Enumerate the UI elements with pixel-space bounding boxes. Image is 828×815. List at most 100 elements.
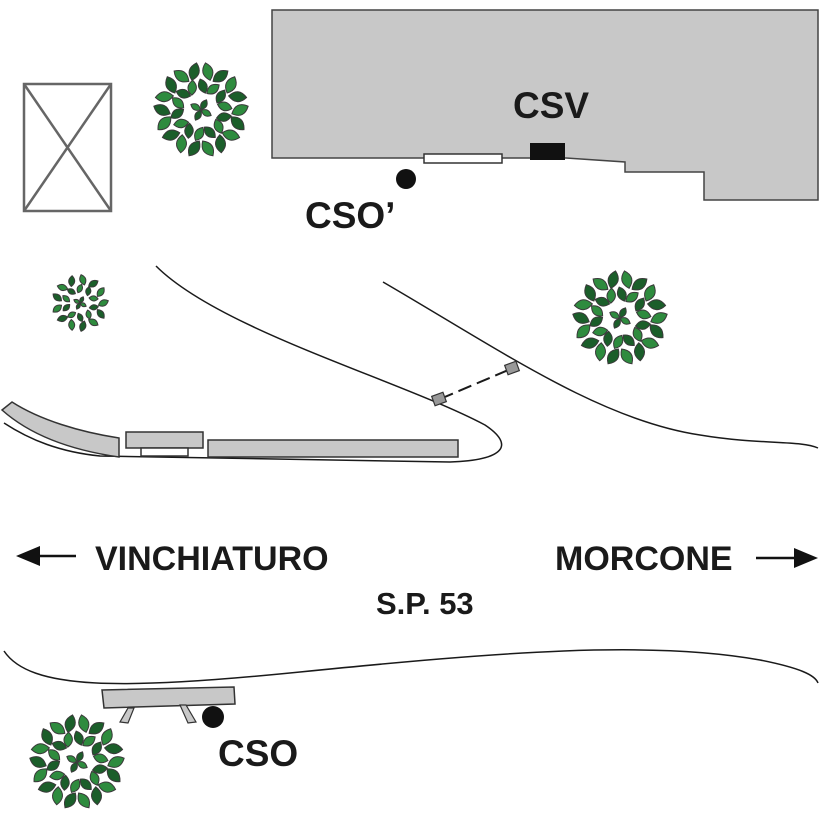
tree-leaf (621, 270, 633, 289)
tree-leaf (175, 88, 192, 99)
tree-leaf (85, 286, 92, 297)
tree-leaf (635, 309, 652, 320)
tree-leaf (88, 279, 99, 288)
tree-leaf (82, 735, 96, 747)
tree-leaf (620, 348, 633, 365)
tree-leaf (592, 278, 609, 291)
tree-leaf (63, 731, 73, 748)
tree-leaf (70, 778, 81, 794)
tree-leaf (37, 781, 57, 793)
tree-leaf (215, 89, 226, 104)
tree-leaf (172, 97, 185, 109)
tree-leaf (591, 305, 604, 317)
tree-leaf (646, 299, 667, 311)
tree-leaf (622, 334, 635, 347)
tree-leaf (76, 761, 88, 769)
tree-leaf (33, 768, 48, 783)
tree-leaf (103, 743, 124, 755)
tree-leaf (101, 728, 113, 746)
tree-leaf (584, 284, 596, 302)
tree-leaf (64, 714, 76, 733)
tree-leaf (216, 101, 233, 112)
csv-station (530, 143, 565, 160)
tree-leaf (634, 342, 645, 362)
road-edge-south (3, 648, 819, 685)
shelter-base (140, 447, 189, 457)
tree-leaf (170, 108, 185, 119)
tree-leaf (649, 324, 664, 339)
tree-leaf (76, 283, 83, 294)
tree-leaf (225, 76, 237, 94)
tree-leaf (73, 298, 81, 304)
tree-leaf (68, 275, 76, 288)
tree-leaf (227, 91, 248, 103)
tree-leaf (52, 304, 63, 313)
tree-leaf (88, 304, 99, 311)
tree-leaf (634, 297, 645, 312)
tree-leaf (154, 91, 175, 103)
tree-leaf (631, 278, 648, 291)
tree-leaf (79, 274, 87, 286)
tree-leaf (616, 286, 627, 302)
tree-leaf (29, 756, 47, 768)
tree-leaf (197, 78, 208, 94)
tree-leaf (78, 714, 90, 733)
tree-leaf (66, 288, 76, 295)
tree-leaf (62, 295, 71, 303)
tree-leaf (79, 296, 85, 304)
tree-leaf (173, 70, 190, 83)
tree-leaf (70, 761, 78, 773)
tree-leaf (73, 730, 84, 746)
arrow-right-icon (756, 548, 818, 568)
tree-leaf (157, 116, 172, 131)
building-window (423, 153, 503, 164)
cso-prime-station (396, 169, 416, 189)
tree-icon (29, 714, 125, 809)
tree-leaf (215, 112, 232, 122)
shelter (125, 431, 204, 449)
tree-leaf (97, 781, 117, 793)
tree-leaf (51, 740, 68, 751)
tree-leaf (619, 307, 627, 319)
tree-icon (153, 62, 249, 157)
tree-leaf (107, 756, 125, 768)
tree-leaf (52, 786, 63, 806)
tree-leaf (91, 786, 102, 806)
tree-icon (572, 270, 668, 365)
barrier-post-right (503, 360, 521, 376)
tree-leaf (202, 62, 214, 81)
tree-leaf (607, 348, 620, 365)
tree-leaf (221, 129, 241, 141)
tree-leaf (213, 118, 224, 134)
tree-leaf (215, 134, 226, 154)
tree-leaf (613, 317, 621, 329)
tree-icon (52, 274, 109, 332)
tree-leaf (76, 751, 84, 763)
tree-leaf (606, 287, 616, 304)
access-road-left (3, 265, 503, 463)
cso-station (202, 706, 224, 728)
tree-leaf (64, 792, 77, 809)
tree-leaf (573, 299, 594, 311)
tree-leaf (60, 774, 70, 791)
tree-leaf (200, 109, 212, 117)
tree-leaf (206, 83, 220, 95)
tree-leaf (79, 302, 87, 308)
tree-leaf (190, 103, 202, 111)
tree-leaf (194, 126, 205, 142)
arrow-left-icon (16, 546, 76, 566)
tree-leaf (625, 291, 639, 303)
access-road-right (382, 281, 819, 449)
cso-label: CSO (218, 733, 298, 774)
tree-leaf (97, 299, 109, 307)
tree-leaf (92, 753, 109, 764)
parking-curve (0, 401, 120, 458)
tree-leaf (576, 324, 591, 339)
tree-leaf (96, 309, 105, 319)
tree-leaf (79, 320, 87, 332)
tree-leaf (201, 140, 214, 157)
tree-leaf (165, 76, 177, 94)
tree-leaf (77, 792, 90, 809)
tree-leaf (96, 287, 105, 297)
